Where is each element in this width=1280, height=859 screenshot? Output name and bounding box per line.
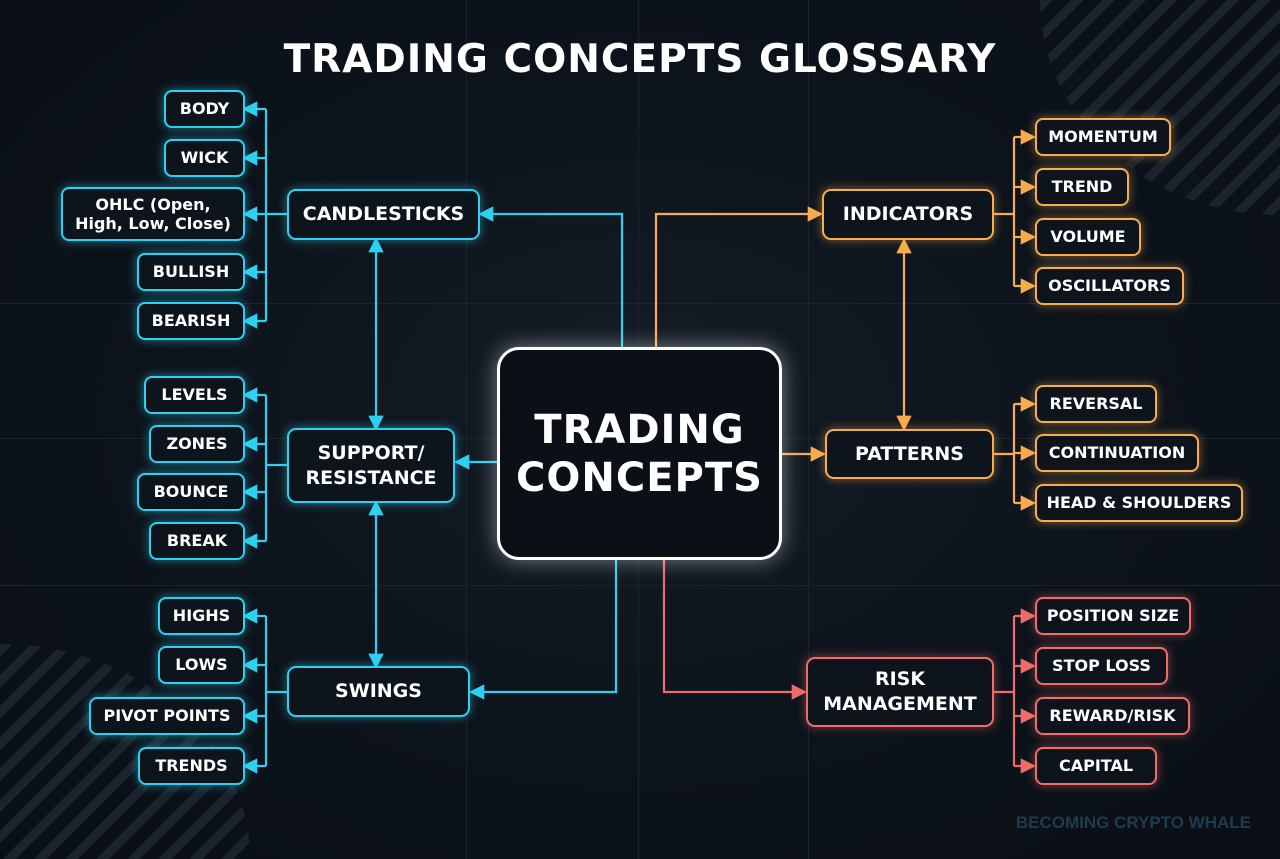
connector-center-indicators — [654, 206, 824, 347]
term-volume: VOLUME — [1035, 218, 1141, 256]
category-indicators: INDICATORS — [822, 189, 994, 240]
term-momentum: MOMENTUM — [1035, 118, 1171, 156]
term-break: BREAK — [149, 522, 245, 560]
grid-line — [808, 0, 809, 859]
grid-line — [0, 303, 1280, 304]
term-trend: TREND — [1035, 168, 1129, 206]
bracket-candlesticks — [264, 109, 287, 321]
connector-center-candlesticks — [477, 206, 624, 347]
term-highs: HIGHS — [158, 597, 245, 635]
category-risk-management: RISK MANAGEMENT — [806, 657, 994, 727]
category-support-resistance: SUPPORT/ RESISTANCE — [287, 428, 455, 503]
category-swings: SWINGS — [287, 666, 470, 717]
connector-center-swings — [468, 560, 618, 700]
diagram-title: TRADING CONCEPTS GLOSSARY — [283, 37, 997, 82]
center-node-trading-concepts: TRADING CONCEPTS — [497, 347, 782, 560]
watermark: BECOMING CRYPTO WHALE — [1015, 813, 1251, 832]
term-wick: WICK — [164, 139, 245, 177]
term-stop-loss: STOP LOSS — [1035, 647, 1168, 685]
bracket-indicators — [994, 137, 1016, 286]
term-body: BODY — [164, 90, 245, 128]
connector-center-risk — [662, 560, 808, 700]
term-reversal: REVERSAL — [1035, 385, 1157, 423]
term-bullish: BULLISH — [137, 253, 245, 291]
term-pivot-points: PIVOT POINTS — [89, 697, 245, 735]
term-bearish: BEARISH — [137, 302, 245, 340]
grid-line — [466, 0, 467, 859]
term-reward-risk: REWARD/RISK — [1035, 697, 1190, 735]
term-ohlc: OHLC (Open, High, Low, Close) — [61, 187, 245, 241]
term-head-and-shoulders: HEAD & SHOULDERS — [1035, 484, 1243, 522]
term-position-size: POSITION SIZE — [1035, 597, 1191, 635]
bracket-support — [264, 395, 287, 541]
term-lows: LOWS — [158, 646, 245, 684]
term-bounce: BOUNCE — [137, 473, 245, 511]
term-trends: TRENDS — [138, 747, 245, 785]
bracket-patterns — [994, 404, 1016, 503]
term-capital: CAPITAL — [1035, 747, 1157, 785]
term-oscillators: OSCILLATORS — [1035, 267, 1184, 305]
category-candlesticks: CANDLESTICKS — [287, 189, 480, 240]
term-levels: LEVELS — [144, 376, 245, 414]
bracket-risk — [994, 616, 1016, 766]
grid-line — [0, 585, 1280, 586]
term-zones: ZONES — [149, 425, 245, 463]
term-continuation: CONTINUATION — [1035, 434, 1199, 472]
category-patterns: PATTERNS — [825, 429, 994, 479]
bracket-swings — [264, 616, 287, 766]
